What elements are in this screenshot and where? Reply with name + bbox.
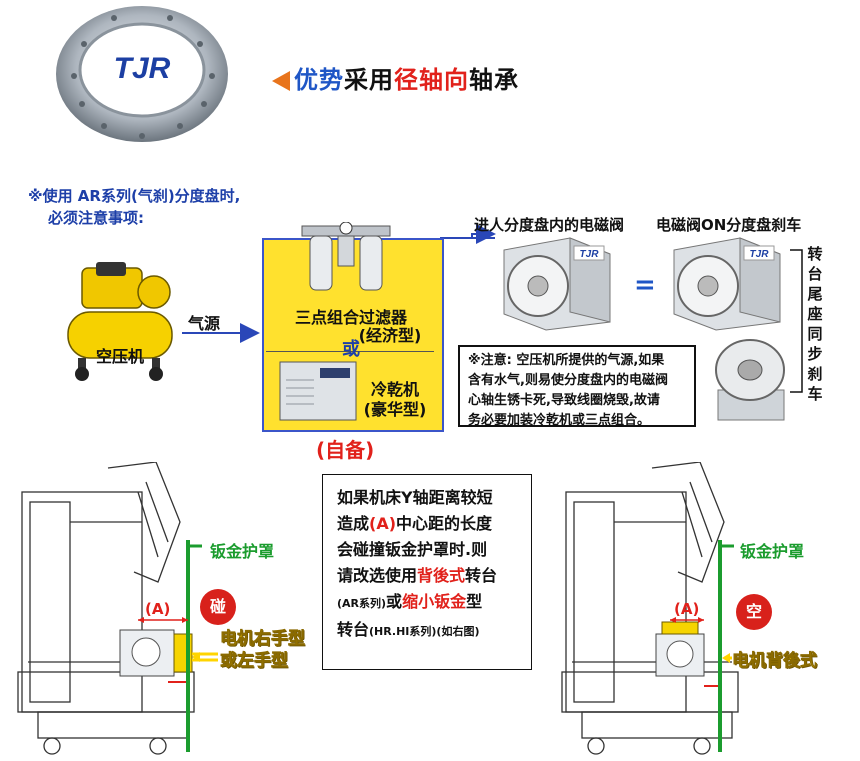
dryer-sub-label: (豪华型) (363, 400, 427, 419)
orange-triangle-icon (272, 71, 290, 91)
compressor-label: 空压机 (96, 347, 145, 366)
left-sheet-metal-guard-label: 钣金护罩 (210, 542, 275, 561)
filter-sub-label: (经济型) (358, 326, 422, 345)
dryer-label: 冷乾机 (370, 380, 419, 399)
brand-plate-text: TJR (750, 249, 770, 260)
filter-label: 三点组合过滤器 (294, 308, 407, 327)
or-label: 或 (342, 339, 360, 360)
left-dimension-a-label: (A) (145, 600, 171, 618)
explanation-box: 如果机床Y轴距离较短 造成(A)中心距的长度 会碰撞钣金护罩时.则 请改选使用背… (322, 474, 532, 670)
equals-sign: = (634, 270, 656, 300)
moisture-warning-box: ※注意: 空压机所提供的气源,如果 含有水气,则易使分度盘内的电磁阀 心轴生锈卡… (458, 345, 696, 428)
right-motor-label: 电机背後式 (732, 651, 818, 672)
air-source-label: 气源 (188, 314, 221, 333)
tailstock-sync-brake-label: 转 台 尾 座 同 步 刹 车 (807, 245, 823, 403)
divider (266, 351, 434, 352)
air-filter-image (301, 222, 391, 291)
machine-left-drawing (17, 462, 218, 755)
bearing-logo-image: TJR (56, 6, 228, 142)
clearance-badge: 空 (736, 594, 772, 630)
valve-inlet-label: 进人分度盘内的电磁阀 (474, 216, 625, 234)
page-title: 优势采用径轴向轴承 (272, 60, 519, 95)
left-motor-label: 电机右手型 或左手型 (220, 629, 306, 672)
air-dryer-image (279, 361, 357, 421)
right-dimension-a-label: (A) (674, 600, 700, 618)
self-supply-label: (自备) (316, 438, 375, 462)
tailstock-image (715, 339, 785, 421)
tjr-logo-text: TJR (114, 52, 171, 85)
right-sheet-metal-guard-label: 钣金护罩 (740, 542, 805, 561)
notice-heading: ※使用 AR系列(气刹)分度盘时, 必须注意事项: (28, 187, 241, 227)
tail-bracket (790, 249, 803, 393)
air-compressor-image (67, 262, 173, 381)
brand-plate-text: TJR (580, 249, 600, 260)
valve-on-brake-label: 电磁阀ON分度盘刹车 (656, 216, 802, 234)
collision-badge: 碰 (200, 589, 236, 625)
rotary-table-left-image: TJR (503, 237, 611, 331)
machine-right-drawing (561, 462, 739, 755)
rotary-table-right-image: TJR (673, 237, 781, 331)
